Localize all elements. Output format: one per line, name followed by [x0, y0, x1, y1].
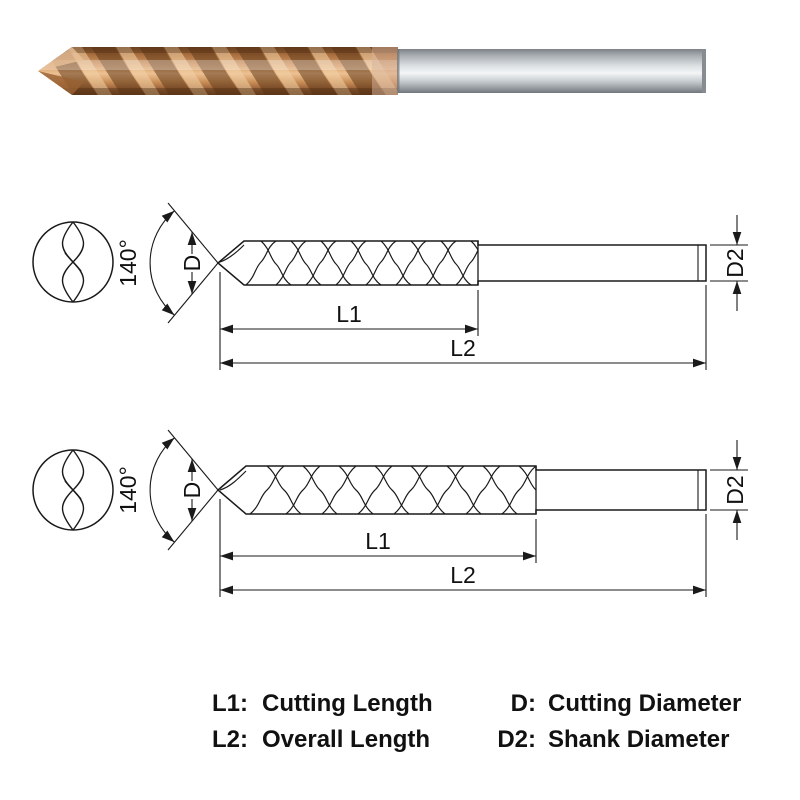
shank-diameter-dimension: D2: [710, 440, 748, 540]
overall-length-label: L2: [450, 335, 476, 361]
drill-end-view: [32, 449, 114, 531]
flute-helix-lines: [245, 241, 478, 285]
shank-diameter-label: D2: [722, 248, 748, 277]
cutting-diameter-label: D: [179, 255, 205, 272]
legend-label: Cutting Diameter: [548, 690, 742, 717]
overall-length-dimension: L2: [220, 285, 707, 370]
legend-label: Overall Length: [262, 726, 431, 753]
drill-end-view: [32, 221, 114, 303]
overall-length-label: L2: [450, 562, 476, 588]
point-angle-arc: [149, 437, 175, 543]
drill-photo: [38, 47, 706, 95]
drill-profile: [216, 240, 707, 286]
legend-label: Shank Diameter: [548, 726, 730, 753]
drill-photo-shank-junction: [397, 49, 400, 93]
legend-symbol: L2:: [212, 726, 248, 753]
legend: L1: Cutting Length D: Cutting Diameter L…: [212, 686, 741, 758]
legend-symbol: L1:: [212, 690, 248, 717]
cutting-diameter-dimension: D: [179, 232, 205, 294]
legend-symbol: D:: [510, 690, 536, 717]
cutting-length-dimension: L1: [219, 499, 537, 597]
cutting-length-label: L1: [365, 528, 391, 554]
drill-outline: [216, 465, 707, 515]
legend-row: L1: Cutting Length D: Cutting Diameter: [212, 686, 741, 722]
drill-photo-shank: [398, 49, 706, 93]
cutting-length-dimension: L1: [219, 272, 479, 370]
point-angle-line-upper: [167, 429, 219, 491]
point-angle-line-upper: [167, 202, 219, 264]
tip-flute-line: [219, 470, 247, 491]
flute-cross-section: [61, 221, 85, 303]
overall-length-dimension: L2: [220, 514, 707, 597]
technical-drawing-2: 140° D: [32, 429, 748, 597]
legend-label: Cutting Length: [262, 690, 433, 717]
cutting-diameter-dimension: D: [179, 459, 205, 521]
point-angle-arc: [149, 210, 175, 316]
legend-symbol: D2:: [497, 726, 536, 753]
technical-drawing-1: 140° D: [32, 202, 748, 370]
flute-cross-section: [61, 449, 85, 531]
drill-photo-spiral-flutes: [38, 47, 398, 95]
point-angle-label: 140°: [115, 239, 141, 287]
drill-profile: [216, 465, 707, 515]
flute-helix-lines: [249, 466, 536, 514]
legend-row: L2: Overall Length D2: Shank Diameter: [212, 722, 741, 758]
drill-outline: [216, 240, 707, 286]
shank-diameter-label: D2: [722, 475, 748, 504]
point-angle-label: 140°: [115, 466, 141, 514]
shank-diameter-dimension: D2: [710, 215, 748, 311]
drill-photo-shank-end: [702, 49, 706, 93]
cutting-length-label: L1: [336, 301, 362, 327]
cutting-diameter-label: D: [179, 482, 205, 499]
tip-flute-line: [219, 244, 245, 263]
